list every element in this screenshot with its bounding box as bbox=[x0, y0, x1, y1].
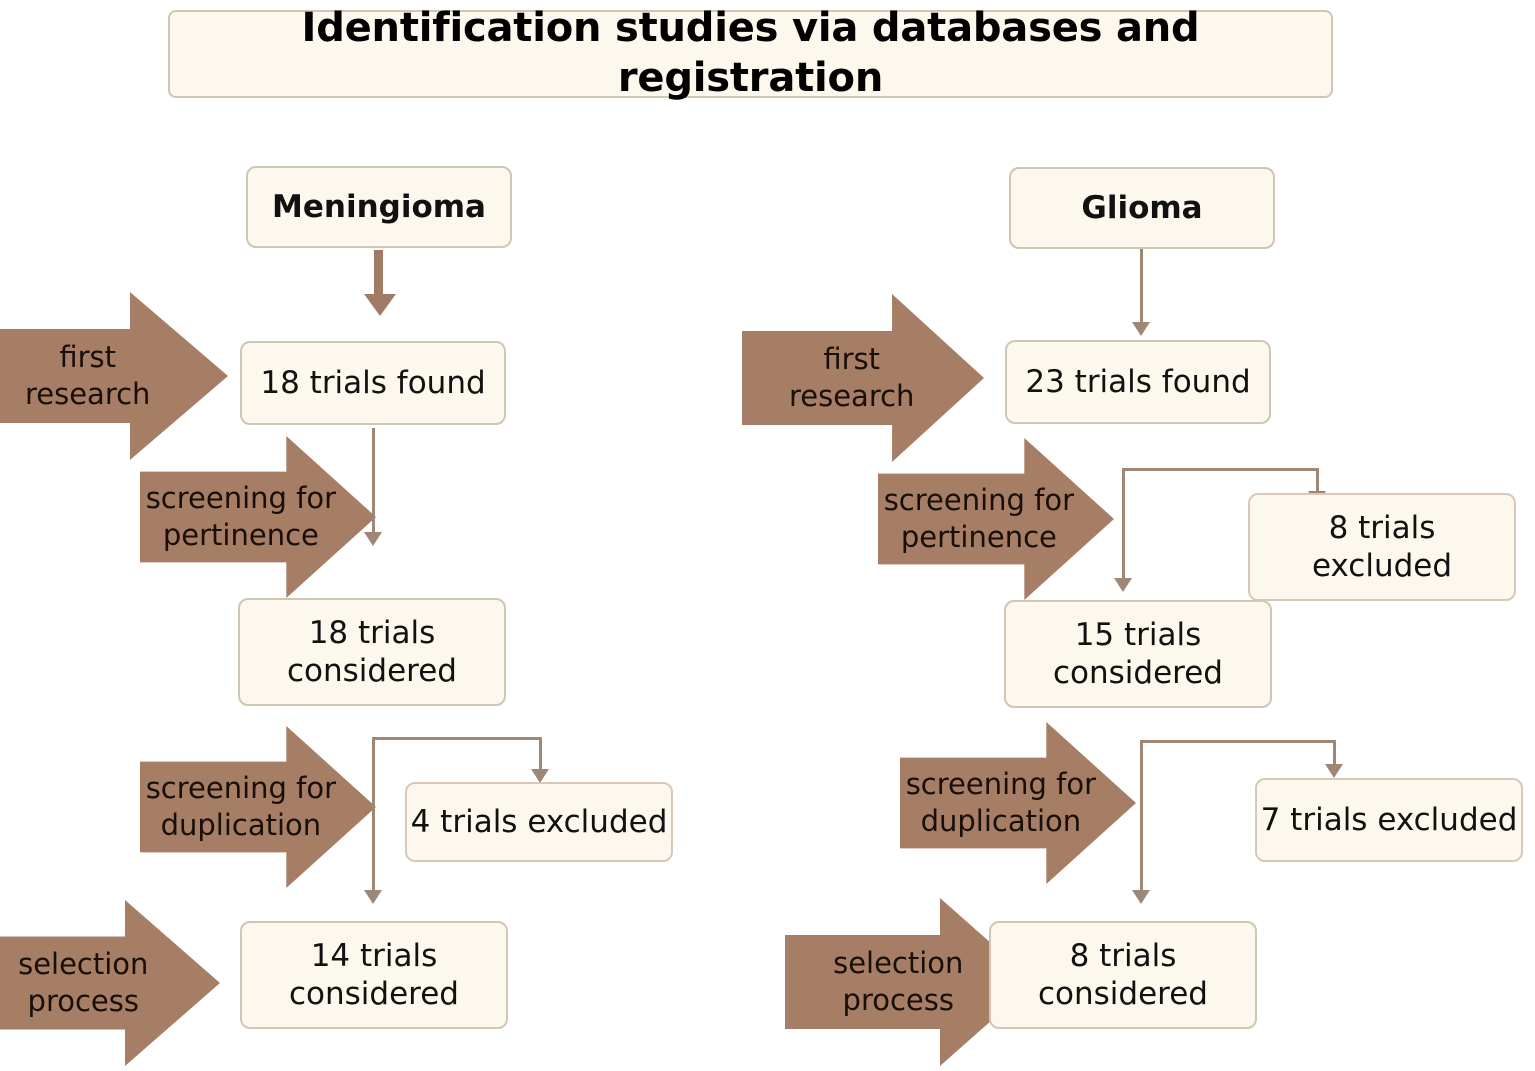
arrowhead-glioma-heading-to-found bbox=[1132, 322, 1150, 336]
process-arrow-label: first research bbox=[24, 339, 151, 411]
arrowhead-meningioma-heading-to-found bbox=[364, 294, 396, 316]
process-arrow-label: selection process bbox=[833, 945, 964, 1017]
connector-meningioma-duplication-main bbox=[372, 737, 375, 895]
arrowhead-meningioma-found-to-considered bbox=[364, 532, 382, 546]
connector-glioma-pertinence-main bbox=[1122, 468, 1125, 583]
node-meningioma-trials-considered: 18 trials considered bbox=[238, 598, 506, 706]
process-arrow-glioma-screening-duplication: screening for duplication bbox=[900, 722, 1136, 884]
arrowhead-glioma-to-excluded-duplication bbox=[1325, 764, 1343, 778]
connector-glioma-duplication-elbow-top bbox=[1140, 740, 1336, 743]
node-meningioma-trials-found: 18 trials found bbox=[240, 341, 506, 425]
process-arrow-label: screening for pertinence bbox=[145, 480, 337, 552]
process-arrow-meningioma-selection-process: selection process bbox=[0, 900, 220, 1066]
process-arrow-label: screening for duplication bbox=[145, 770, 337, 842]
node-glioma-trials-found: 23 trials found bbox=[1005, 340, 1271, 424]
connector-glioma-pertinence-to-excluded bbox=[1316, 468, 1319, 495]
connector-meningioma-found-to-considered bbox=[372, 428, 375, 536]
connector-glioma-pertinence-elbow-top bbox=[1122, 468, 1319, 471]
arrowhead-meningioma-to-final bbox=[364, 890, 382, 904]
process-arrow-label: screening for duplication bbox=[905, 766, 1097, 838]
connector-glioma-heading-to-found bbox=[1140, 249, 1143, 327]
arrowhead-meningioma-to-excluded bbox=[531, 769, 549, 783]
process-arrow-meningioma-screening-duplication: screening for duplication bbox=[140, 726, 376, 888]
arrowhead-glioma-to-considered bbox=[1114, 578, 1132, 592]
connector-meningioma-heading-to-found bbox=[374, 250, 383, 298]
node-glioma-trials-considered: 15 trials considered bbox=[1004, 600, 1272, 708]
process-arrow-glioma-screening-pertinence: screening for pertinence bbox=[878, 438, 1114, 600]
process-arrow-glioma-first-research: first research bbox=[742, 294, 984, 462]
node-meningioma-excluded-duplication: 4 trials excluded bbox=[405, 782, 673, 862]
node-glioma-excluded-pertinence: 8 trials excluded bbox=[1248, 493, 1516, 601]
connector-glioma-duplication-to-excluded bbox=[1333, 740, 1336, 768]
process-arrow-label: first research bbox=[788, 341, 915, 413]
process-arrow-meningioma-first-research: first research bbox=[0, 292, 228, 460]
process-arrow-meningioma-screening-pertinence: screening for pertinence bbox=[140, 436, 376, 598]
node-glioma-final-considered: 8 trials considered bbox=[989, 921, 1257, 1029]
process-arrow-label: screening for pertinence bbox=[883, 482, 1075, 554]
node-meningioma-final-considered: 14 trials considered bbox=[240, 921, 508, 1029]
connector-glioma-duplication-main bbox=[1140, 740, 1143, 895]
diagram-title: Identification studies via databases and… bbox=[168, 5, 1333, 101]
arrowhead-glioma-to-final bbox=[1132, 890, 1150, 904]
heading-box-glioma: Glioma bbox=[1009, 167, 1275, 249]
node-glioma-excluded-duplication: 7 trials excluded bbox=[1255, 778, 1523, 862]
connector-meningioma-duplication-to-excluded bbox=[539, 737, 542, 773]
heading-box-meningioma: Meningioma bbox=[246, 166, 512, 248]
process-arrow-label: selection process bbox=[18, 946, 149, 1018]
connector-meningioma-duplication-elbow-top bbox=[372, 737, 542, 740]
